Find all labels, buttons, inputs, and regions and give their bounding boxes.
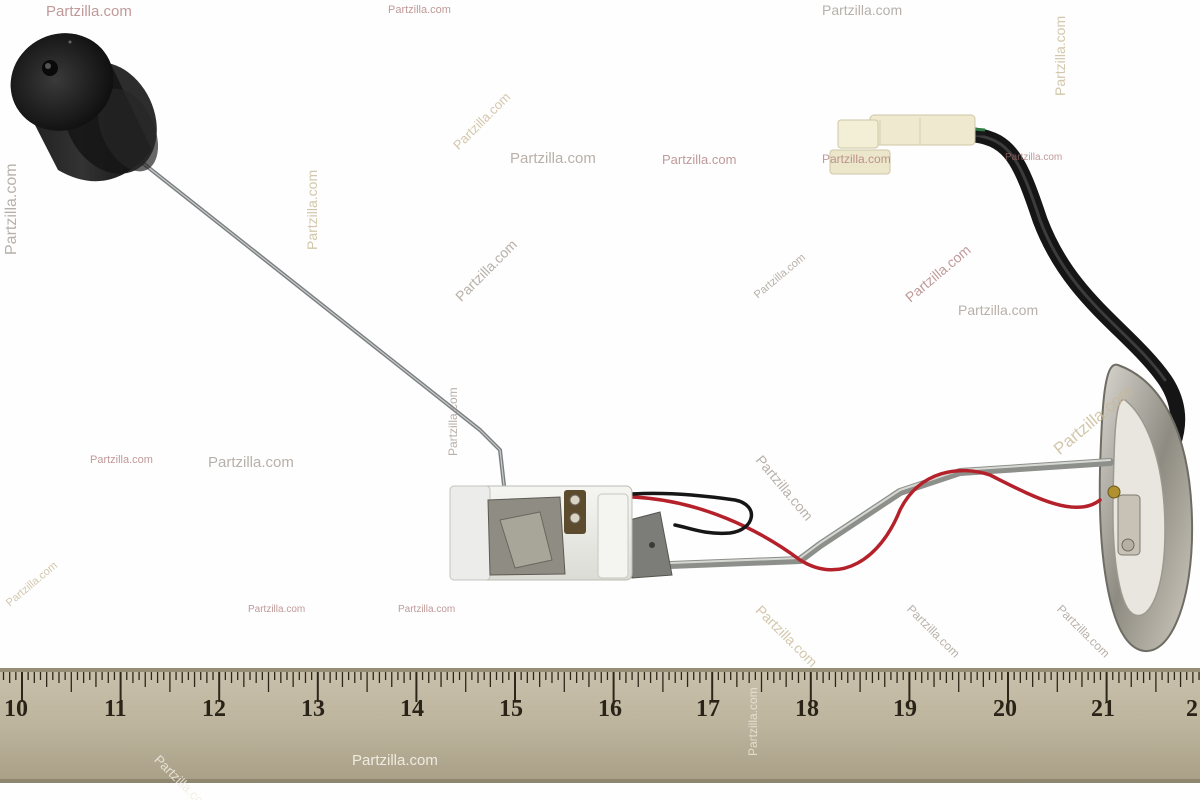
connector-plug bbox=[829, 114, 976, 175]
mounting-plate bbox=[1098, 363, 1194, 653]
ruler-number: 12 bbox=[202, 696, 226, 722]
ruler-number: 11 bbox=[104, 696, 127, 722]
float bbox=[10, 33, 159, 182]
ruler-number: 16 bbox=[598, 696, 622, 722]
ruler-number: 21 bbox=[1091, 696, 1115, 722]
ruler-ticks bbox=[2, 672, 1200, 702]
sender-housing bbox=[449, 485, 633, 581]
ruler-number: 20 bbox=[993, 696, 1017, 722]
ruler-number: 17 bbox=[696, 696, 720, 722]
ruler-number: 19 bbox=[893, 696, 917, 722]
ruler-number: 10 bbox=[4, 696, 28, 722]
ruler-number: 14 bbox=[400, 696, 424, 722]
ruler-number: 18 bbox=[795, 696, 819, 722]
red-wire bbox=[630, 468, 1102, 572]
ruler-number: 15 bbox=[499, 696, 523, 722]
ruler: 10 11 12 13 14 15 16 17 18 19 20 21 2 bbox=[0, 668, 1200, 783]
ruler-number: 2 bbox=[1186, 696, 1198, 722]
black-wire bbox=[630, 491, 754, 536]
ruler-number: 13 bbox=[301, 696, 325, 722]
metal-tube bbox=[666, 458, 1114, 569]
ruler-numbers: 10 11 12 13 14 15 16 17 18 19 20 21 2 bbox=[4, 696, 1198, 722]
